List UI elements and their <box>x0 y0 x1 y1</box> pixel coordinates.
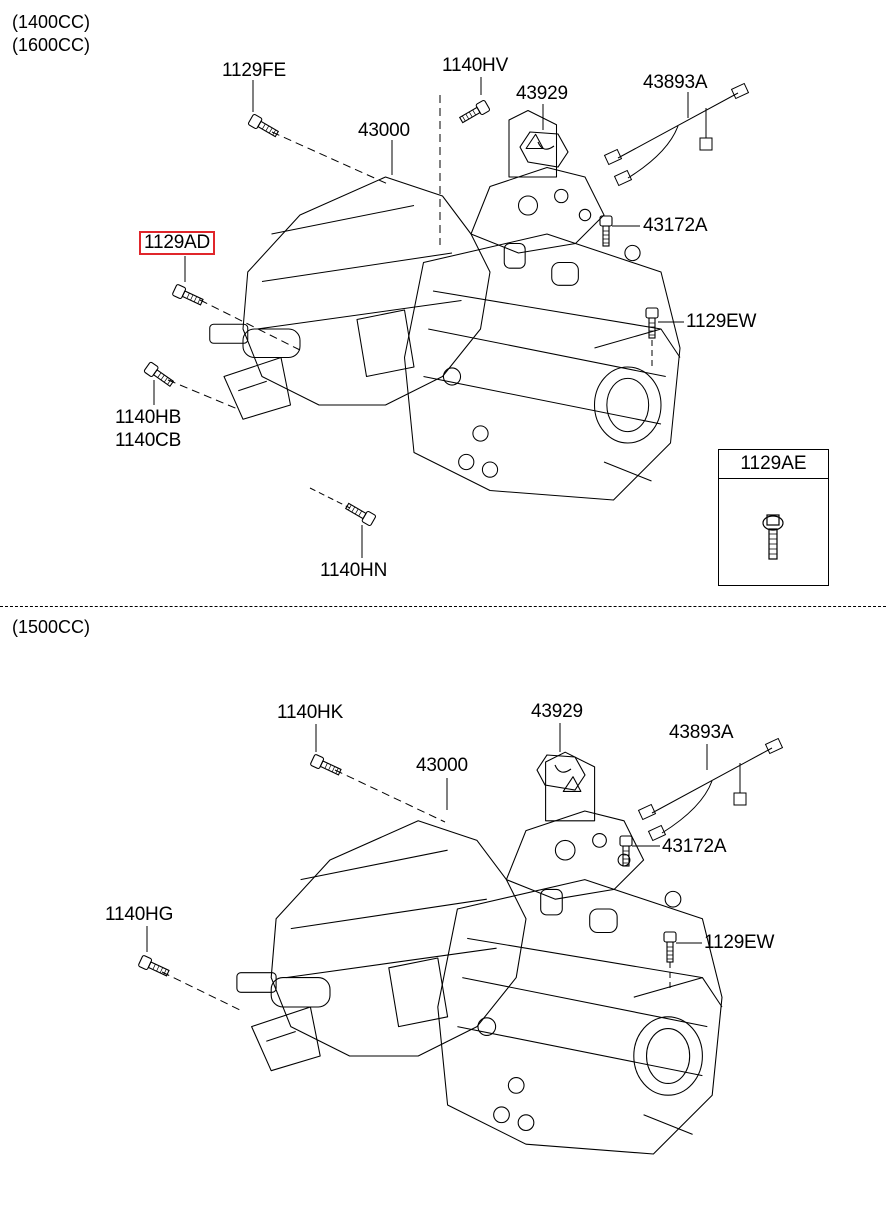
transaxle-drawing-1500 <box>137 723 783 1155</box>
part-label-43893a[interactable]: 43893A <box>643 72 708 93</box>
part-label-43000[interactable]: 43000 <box>358 120 410 141</box>
transaxle-drawing-1400-1600 <box>143 77 749 558</box>
variant-label-1500cc: (1500CC) <box>12 617 91 637</box>
part-label-1140hn[interactable]: 1140HN <box>320 560 388 581</box>
part-label-1140cb[interactable]: 1140CB <box>115 430 182 451</box>
part-label-1140hv[interactable]: 1140HV <box>442 55 509 76</box>
part-label-1140hb[interactable]: 1140HB <box>115 407 182 428</box>
variant-label-1400cc: (1400CC) <box>12 12 91 32</box>
variant-label-1600cc: (1600CC) <box>12 35 91 55</box>
part-label-43172a[interactable]: 43172A <box>643 215 708 236</box>
part-label-1129ew[interactable]: 1129EW <box>686 311 757 332</box>
part-label-43929[interactable]: 43929 <box>516 83 568 104</box>
inset-box-1129ae[interactable]: 1129AE <box>718 449 829 586</box>
part-label-43893a-1500[interactable]: 43893A <box>669 722 734 743</box>
part-label-43929-1500[interactable]: 43929 <box>531 701 583 722</box>
part-label-43000-1500[interactable]: 43000 <box>416 755 468 776</box>
part-label-1129ew-1500[interactable]: 1129EW <box>704 932 775 953</box>
part-label-43172a-1500[interactable]: 43172A <box>662 836 727 857</box>
part-label-1140hk[interactable]: 1140HK <box>277 702 344 723</box>
part-label-1129ae: 1129AE <box>719 450 828 479</box>
section-divider <box>0 606 886 607</box>
part-label-1129ad-highlighted[interactable]: 1129AD <box>139 231 216 255</box>
bolt-icon <box>762 514 784 560</box>
part-label-1129fe[interactable]: 1129FE <box>222 60 286 81</box>
part-label-1140hg[interactable]: 1140HG <box>105 904 174 925</box>
